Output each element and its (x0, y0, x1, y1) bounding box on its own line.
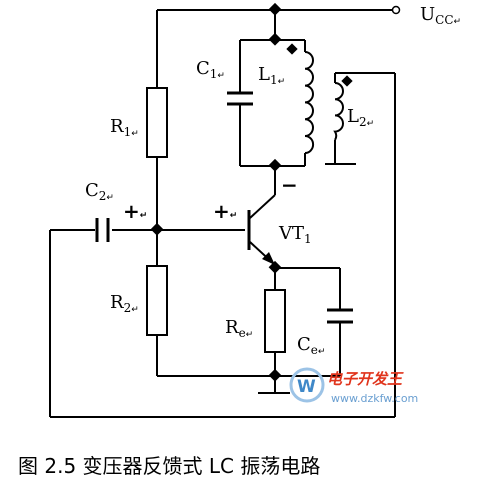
transistor-emitter-arrow (262, 252, 275, 265)
junction-dots (150, 2, 282, 382)
dot-l2 (341, 75, 353, 87)
vt1-label: VT1 (278, 223, 312, 246)
l1-label: L1↵ (258, 64, 285, 87)
resistor-r2 (146, 265, 168, 336)
watermark-logo-icon (289, 367, 325, 403)
c1-label: C1↵ (196, 58, 225, 81)
capacitor-ce (327, 308, 353, 324)
capacitor-c1 (227, 91, 253, 106)
base-plus-sign: +↵ (123, 199, 147, 223)
collector-minus-sign: − (281, 173, 298, 197)
supply-label: UCC↵ (420, 4, 461, 27)
watermark-url: www.dzkfw.com (331, 392, 418, 405)
r1-label: R1↵ (110, 116, 139, 139)
resistor-r1 (146, 87, 168, 158)
r2-label: R2↵ (110, 292, 139, 315)
watermark-title: 电子开发王 (327, 370, 404, 388)
inductor-l1 (304, 51, 315, 154)
c2-label: C2↵ (85, 180, 114, 203)
wires (49, 9, 396, 418)
ce-label: Ce↵ (297, 334, 325, 357)
l2-label: L2↵ (347, 106, 374, 129)
svg-text:W: W (297, 377, 316, 397)
emitter-plus-sign: +↵ (213, 199, 237, 223)
inductor-l2 (333, 82, 344, 141)
capacitor-c2 (95, 218, 110, 242)
re-label: Re↵ (225, 317, 253, 340)
watermark: W 电子开发王 www.dzkfw.com (289, 367, 418, 405)
dot-l1 (286, 43, 298, 55)
figure-caption: 图 2.5 变压器反馈式 LC 振荡电路 (18, 454, 321, 478)
resistor-re (264, 289, 286, 353)
supply-terminal (391, 5, 401, 15)
